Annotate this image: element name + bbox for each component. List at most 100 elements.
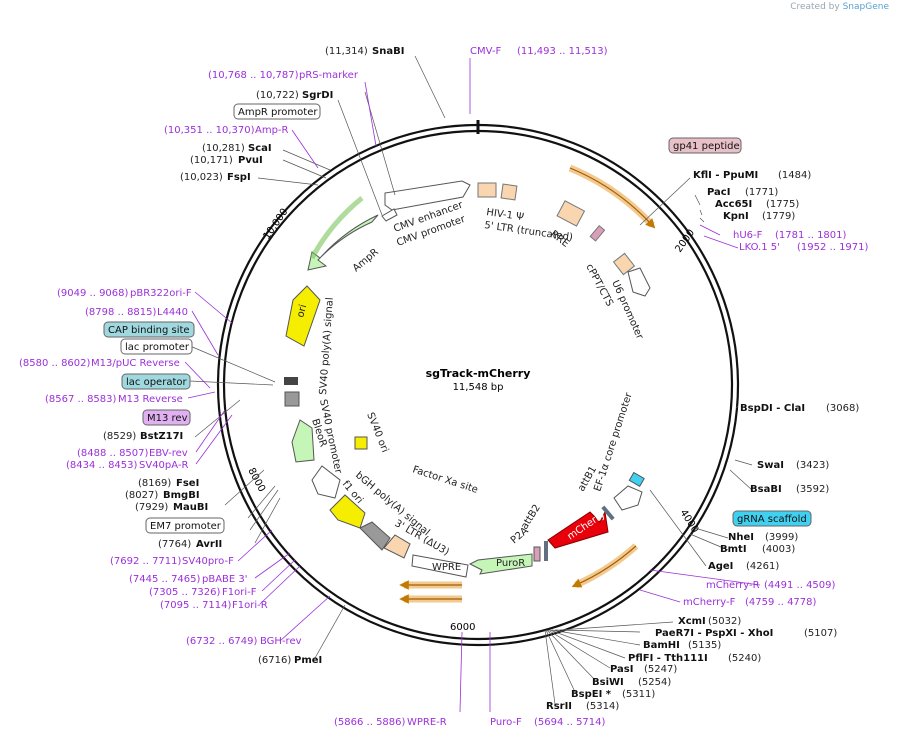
label-attb2: attB2 <box>519 503 543 532</box>
primer-wpre-r-pos: (5866 .. 5886) <box>334 717 406 728</box>
gp41-block <box>589 225 606 242</box>
enzyme-bamhi-pos: (5135) <box>688 640 721 651</box>
lac-operator-block <box>284 377 298 385</box>
attb1-block <box>601 505 615 521</box>
enzyme-pasi-pos: (5247) <box>644 664 677 675</box>
ori-arrow <box>285 285 321 347</box>
primer-pbr322ori-f-pos: (9049 .. 9068) <box>57 288 129 299</box>
primer-ebv-rev-pos: (8488 .. 8507) <box>77 448 149 459</box>
hiv-psi-block <box>477 182 497 198</box>
enzyme-bamhi: BamHI <box>643 640 680 651</box>
enzyme-pmei: PmeI <box>294 655 322 666</box>
f1-ori-arrow <box>329 494 366 529</box>
rre-block <box>556 200 586 227</box>
cppt-block <box>612 252 636 276</box>
primer-f1ori-f: F1ori-F <box>222 587 257 598</box>
primer-cmv-f-pos: (11,493 .. 11,513) <box>517 46 608 57</box>
enzyme-labels: (11,314) SnaBI (10,722) SgrDI (10,281) S… <box>103 46 859 712</box>
primer-mcherry-f-pos: (4759 .. 4778) <box>745 597 817 608</box>
enzyme-tth111i: PflFI - Tth111I <box>628 653 708 664</box>
puror-arrow <box>468 553 533 575</box>
label-sv40-pa: SV40 poly(A) signal <box>318 297 336 395</box>
enzyme-nhei-pos: (3999) <box>765 532 798 543</box>
primer-lko: LKO.1 5' <box>739 242 780 253</box>
box-grna: gRNA scaffold <box>737 514 807 525</box>
enzyme-kpni-pos: (1779) <box>762 211 795 222</box>
primer-amp-r: Amp-R <box>255 125 289 136</box>
credit-prefix: Created by <box>790 2 840 12</box>
sv40-promoter-arrow <box>311 465 341 499</box>
wpre-arrow <box>411 554 469 578</box>
primer-pbabe: pBABE 3' <box>202 574 248 585</box>
primer-f1ori-f-pos: (7305 .. 7326) <box>149 587 221 598</box>
label-sv40-ori: SV40 ori <box>364 411 390 454</box>
enzyme-xhoi: PaeR7I - PspXI - XhoI <box>655 628 773 639</box>
enzyme-bmti-pos: (4003) <box>762 544 795 555</box>
enzyme-bstz17i: BstZ17I <box>140 431 183 442</box>
enzyme-acc65i-pos: (1775) <box>766 199 799 210</box>
enzyme-clai-pos: (3068) <box>826 403 859 414</box>
primer-prs-marker: pRS-marker <box>299 70 359 81</box>
primer-bgh-rev: BGH-rev <box>260 636 302 647</box>
box-ampr-promoter: AmpR promoter <box>238 107 318 118</box>
label-ampr: AmpR <box>351 247 381 275</box>
primer-labels: CMV-F (11,493 .. 11,513) (10,768 .. 10,7… <box>19 46 869 728</box>
primer-lko-pos: (1952 .. 1971) <box>797 242 869 253</box>
enzyme-agei-pos: (4261) <box>746 561 779 572</box>
attb2-block <box>544 541 548 561</box>
snapgene-credit: Created by SnapGene <box>790 2 889 12</box>
enzyme-bmgbi-pos: (8027) <box>125 490 158 501</box>
enzyme-bmti: BmtI <box>720 544 747 555</box>
label-factor-xa: Factor Xa site <box>411 464 479 495</box>
grna-scaffold-block <box>628 471 645 488</box>
primer-wpre-r: WPRE-R <box>407 717 447 728</box>
box-cap: CAP binding site <box>108 325 190 336</box>
enzyme-avrii-pos: (7764) <box>158 539 191 550</box>
box-em7: EM7 promoter <box>150 521 222 532</box>
label-ori: ori <box>295 303 309 318</box>
primer-amp-r-pos: (10,351 .. 10,370) <box>164 125 255 136</box>
primer-m13-reverse: M13 Reverse <box>118 394 183 405</box>
primer-sv40pa-r-pos: (8434 .. 8453) <box>66 460 138 471</box>
primer-m13-puc: M13/pUC Reverse <box>91 358 180 369</box>
primer-mcherry-r: mCherry-R <box>706 580 760 591</box>
enzyme-bspei: BspEI * <box>571 689 612 700</box>
ampr-highlight <box>309 196 364 260</box>
box-lac-promoter: lac promoter <box>125 342 190 353</box>
enzyme-paci-pos: (1771) <box>745 187 778 198</box>
primer-mcherry-f: mCherry-F <box>683 597 736 608</box>
ltr3-block <box>383 534 411 559</box>
primer-pbr322ori-f: pBR322ori-F <box>130 288 192 299</box>
enzyme-xcmi-pos: (5032) <box>708 616 741 627</box>
leader-lines <box>189 55 753 705</box>
enzyme-snabi-pos: (11,314) <box>325 46 368 57</box>
primer-m13-puc-pos: (8580 .. 8602) <box>19 358 91 369</box>
primer-hu6-f-pos: (1781 .. 1801) <box>775 230 847 241</box>
enzyme-bsabi: BsaBI <box>750 484 782 495</box>
primer-f1ori-r: F1ori-R <box>232 600 268 611</box>
sv40-ori-block <box>354 436 368 450</box>
enzyme-avrii: AvrII <box>196 539 222 550</box>
bleor-arrow <box>291 419 315 463</box>
p2a-block <box>533 546 541 562</box>
orf-highlight-1 <box>568 164 655 228</box>
sv40-pa-block <box>284 391 300 407</box>
enzyme-pvui-pos: (10,171) <box>190 155 233 166</box>
enzyme-bstz17i-pos: (8529) <box>103 431 136 442</box>
enzyme-fspi: FspI <box>227 172 251 183</box>
tick-10000: 10,000 <box>261 207 290 242</box>
enzyme-swai: SwaI <box>757 460 784 471</box>
enzyme-fspi-pos: (10,023) <box>180 172 223 183</box>
label-ef1a: EF-1α core promoter <box>592 391 635 493</box>
primer-sv40pro-f-pos: (7692 .. 7711) <box>110 556 182 567</box>
primer-pbabe-pos: (7445 .. 7465) <box>129 574 201 585</box>
primer-l4440-pos: (8798 .. 8815) <box>85 307 157 318</box>
credit-brand: SnapGene <box>842 2 889 12</box>
orf-arrow-2 <box>571 545 637 588</box>
u6-promoter-arrow <box>627 267 651 297</box>
enzyme-pvui: PvuI <box>238 155 263 166</box>
tick-6000: 6000 <box>450 622 475 633</box>
primer-puro-f: Puro-F <box>490 717 522 728</box>
enzyme-pmei-pos: (6716) <box>258 655 291 666</box>
